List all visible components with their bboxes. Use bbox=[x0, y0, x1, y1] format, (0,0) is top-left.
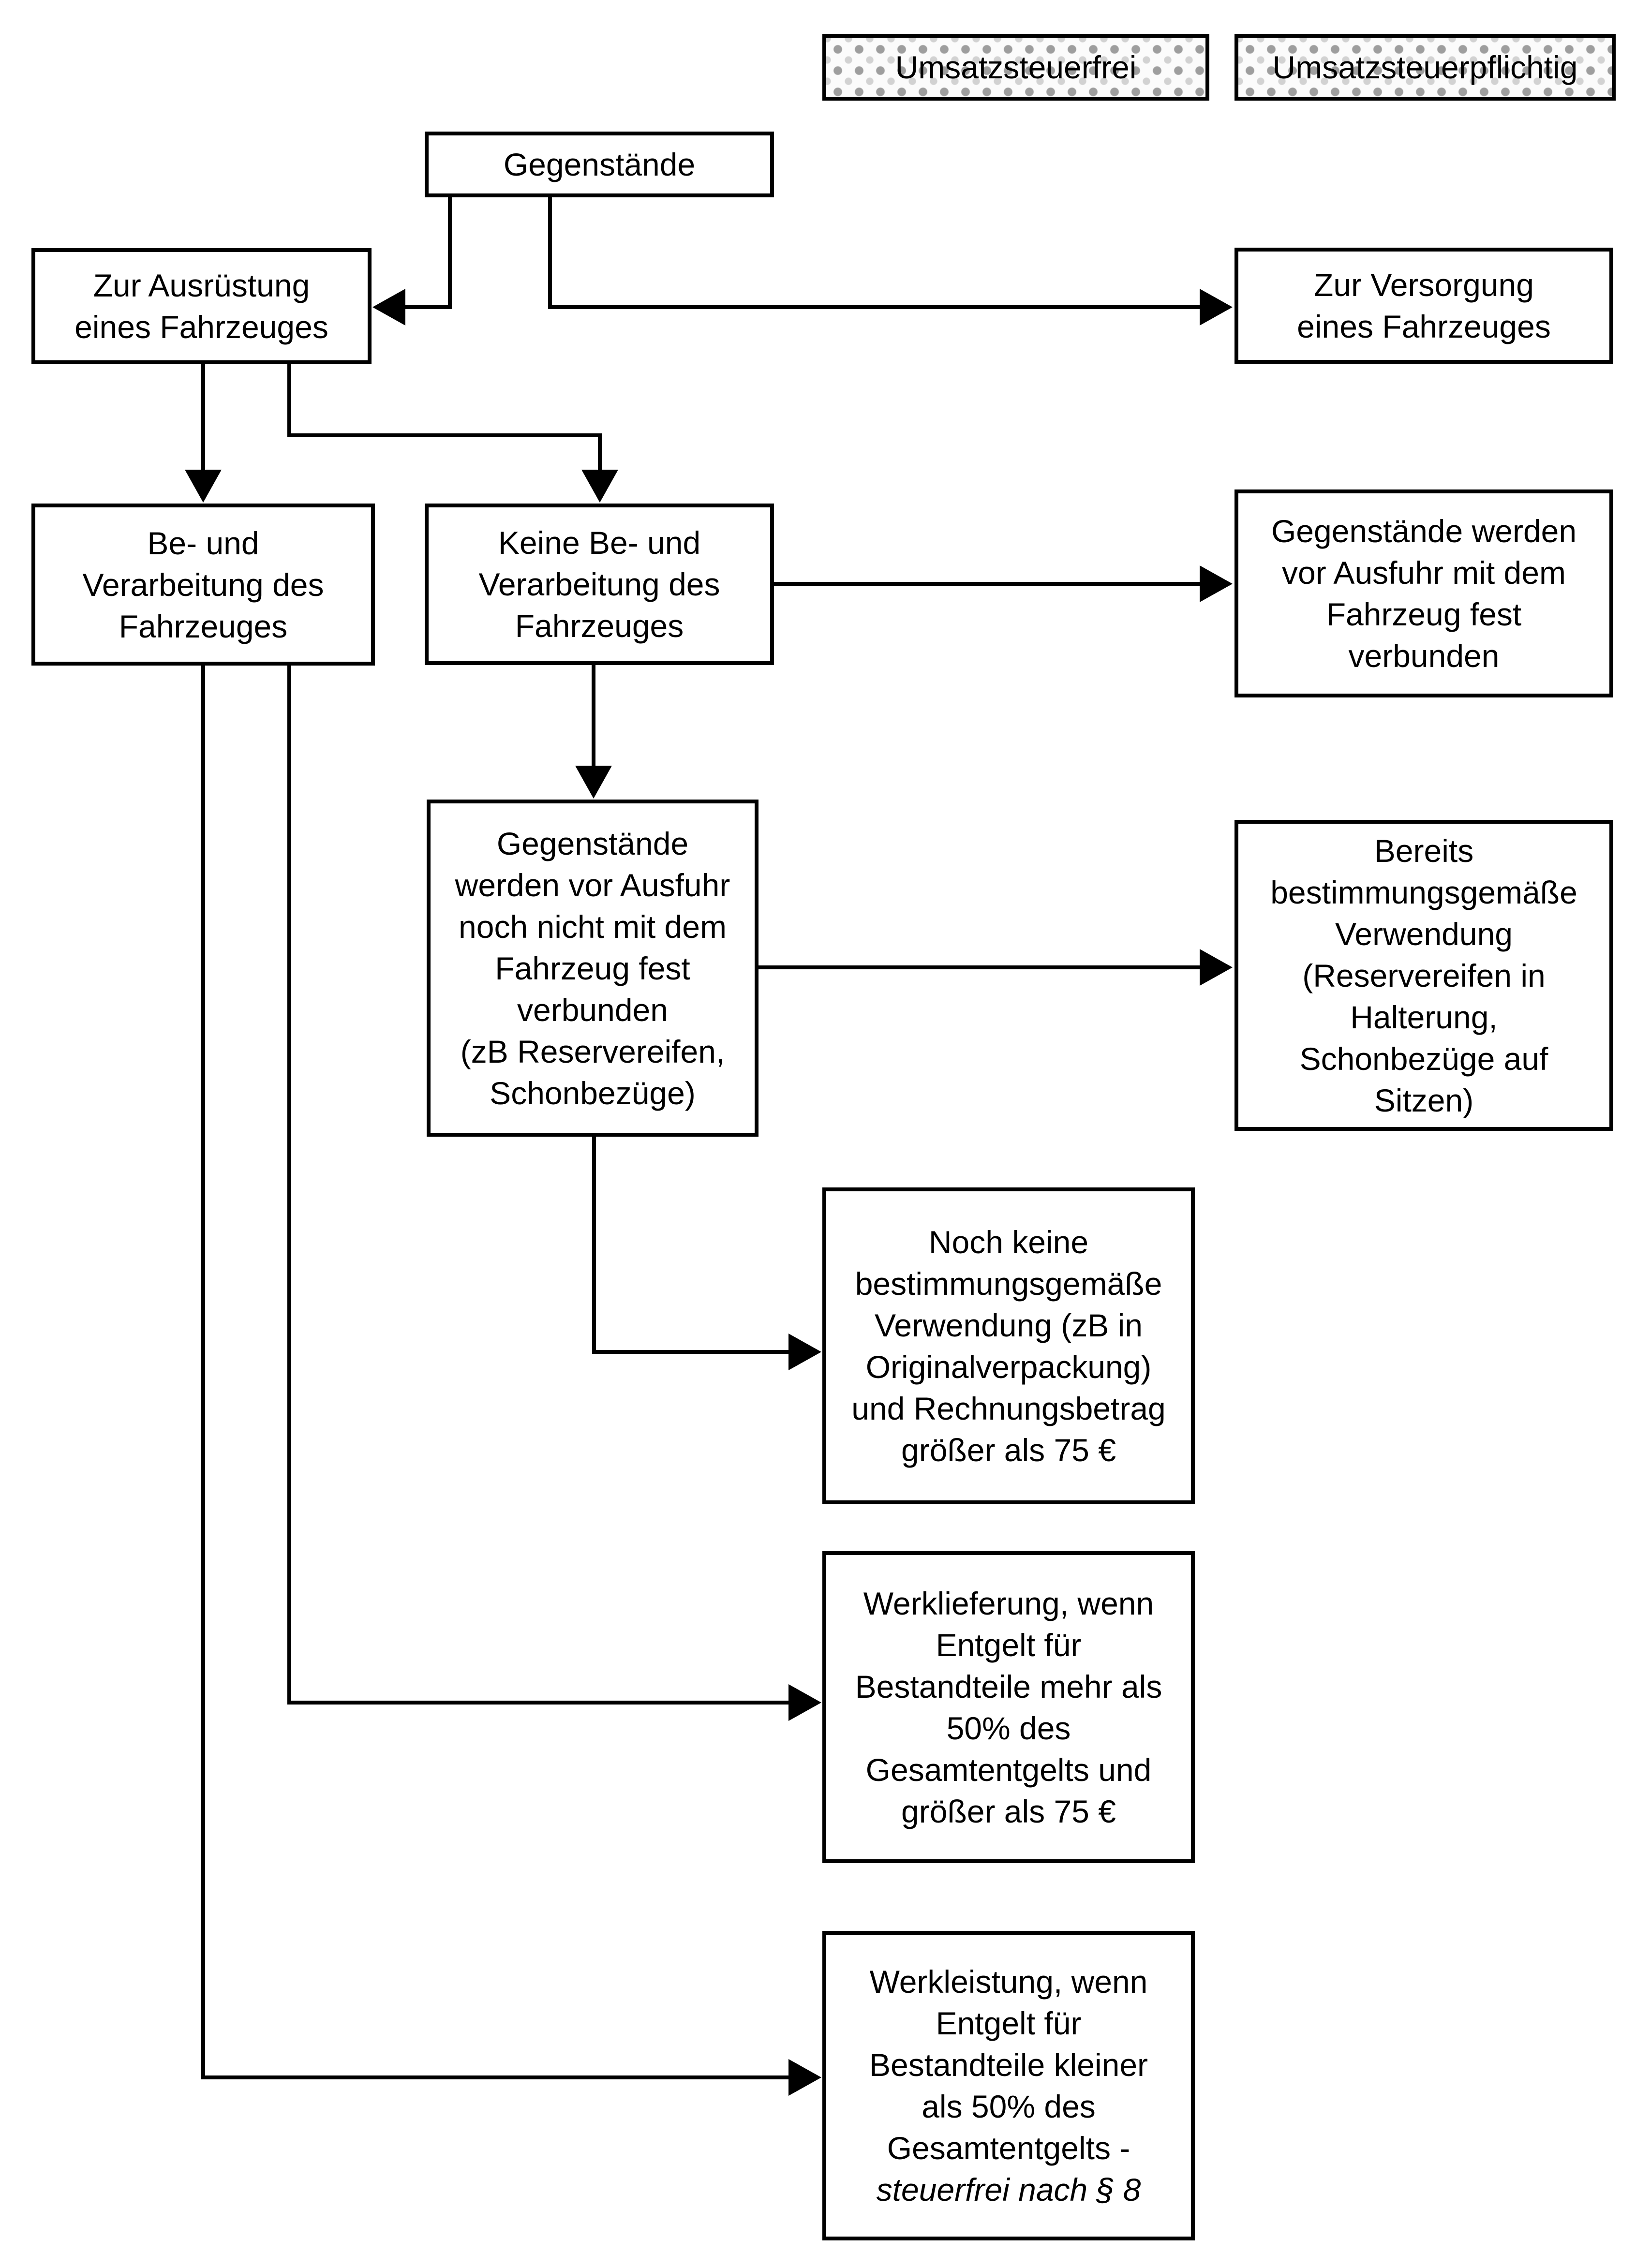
node-werkleistung-italic-text: steuerfrei nach § 8 bbox=[876, 2172, 1141, 2208]
legend-umsatzsteuerfrei: Umsatzsteuerfrei bbox=[822, 34, 1209, 101]
node-noch-nicht-verbunden-label: Gegenstände werden vor Ausfuhr noch nich… bbox=[455, 825, 730, 1111]
connector-beund-werkleistung-horizontal bbox=[201, 2075, 793, 2079]
arrowhead-into-fest-verbunden bbox=[1200, 565, 1233, 602]
arrowhead-into-keine-be-und-verarbeitung bbox=[581, 470, 618, 503]
node-werkleistung-main-text: Werkleistung, wenn Entgelt für Bestandte… bbox=[869, 1964, 1148, 2166]
legend-umsatzsteuerpflichtig-label: Umsatzsteuerpflichtig bbox=[1272, 49, 1578, 85]
connector-beund-werkleistung-vertical bbox=[201, 666, 205, 2079]
node-werklieferung-label: Werklieferung, wenn Entgelt für Bestandt… bbox=[855, 1585, 1162, 1829]
node-zur-ausruestung: Zur Ausrüstung eines Fahrzeuges bbox=[31, 248, 372, 364]
node-werkleistung: Werkleistung, wenn Entgelt für Bestandte… bbox=[822, 1931, 1195, 2240]
arrowhead-into-noch-keine-verwendung bbox=[788, 1334, 821, 1370]
node-zur-versorgung-label: Zur Versorgung eines Fahrzeuges bbox=[1297, 267, 1551, 344]
connector-gegenstaende-versorgung-vertical bbox=[548, 197, 552, 309]
connector-keinebe-festverbunden bbox=[774, 582, 1205, 586]
node-zur-ausruestung-label: Zur Ausrüstung eines Fahrzeuges bbox=[74, 267, 328, 345]
connector-beund-werklieferung-vertical bbox=[287, 666, 291, 1705]
node-werkleistung-label: Werkleistung, wenn Entgelt für Bestandte… bbox=[826, 1961, 1191, 2210]
connector-keinebe-nochnicht-vertical bbox=[592, 665, 595, 770]
connector-ausruestung-keinebe-vertical1 bbox=[287, 364, 291, 437]
arrowhead-into-noch-nicht-verbunden bbox=[575, 766, 612, 799]
node-gegenstaende-label: Gegenstände bbox=[503, 147, 696, 182]
arrowhead-into-zur-ausruestung bbox=[372, 289, 405, 326]
node-keine-be-und-verarbeitung: Keine Be- und Verarbeitung des Fahrzeuge… bbox=[425, 504, 774, 665]
arrowhead-into-be-und-verarbeitung bbox=[185, 470, 222, 503]
node-werklieferung: Werklieferung, wenn Entgelt für Bestandt… bbox=[822, 1551, 1195, 1863]
connector-gegenstaende-versorgung-horizontal bbox=[548, 305, 1205, 309]
connector-nochnicht-nochkeine-vertical bbox=[592, 1137, 596, 1354]
connector-nochnicht-bereits bbox=[759, 965, 1205, 969]
node-fest-verbunden: Gegenstände werden vor Ausfuhr mit dem F… bbox=[1234, 489, 1613, 697]
node-bereits-verwendung: Bereits bestimmungsgemäße Verwendung (Re… bbox=[1234, 820, 1613, 1131]
connector-gegenstaende-ausruestung-horizontal bbox=[397, 305, 452, 309]
connector-ausruestung-beund-vertical bbox=[201, 364, 205, 474]
node-keine-be-und-verarbeitung-label: Keine Be- und Verarbeitung des Fahrzeuge… bbox=[478, 525, 720, 644]
node-bereits-verwendung-label: Bereits bestimmungsgemäße Verwendung (Re… bbox=[1270, 832, 1577, 1118]
node-noch-nicht-verbunden: Gegenstände werden vor Ausfuhr noch nich… bbox=[427, 800, 759, 1137]
node-zur-versorgung: Zur Versorgung eines Fahrzeuges bbox=[1234, 248, 1613, 364]
connector-gegenstaende-ausruestung-vertical bbox=[448, 197, 452, 309]
connector-ausruestung-keinebe-vertical2 bbox=[598, 433, 602, 474]
node-gegenstaende: Gegenstände bbox=[425, 132, 774, 197]
node-noch-keine-verwendung: Noch keine bestimmungsgemäße Verwendung … bbox=[822, 1187, 1195, 1504]
connector-ausruestung-keinebe-horizontal bbox=[287, 433, 602, 437]
legend-umsatzsteuerpflichtig: Umsatzsteuerpflichtig bbox=[1234, 34, 1616, 101]
connector-nochnicht-nochkeine-horizontal bbox=[592, 1350, 793, 1354]
legend-umsatzsteuerfrei-label: Umsatzsteuerfrei bbox=[895, 49, 1137, 85]
node-be-und-verarbeitung-label: Be- und Verarbeitung des Fahrzeuges bbox=[82, 525, 324, 644]
connector-beund-werklieferung-horizontal bbox=[287, 1701, 793, 1705]
node-noch-keine-verwendung-label: Noch keine bestimmungsgemäße Verwendung … bbox=[851, 1224, 1166, 1468]
arrowhead-into-bereits-verwendung bbox=[1200, 949, 1233, 986]
node-fest-verbunden-label: Gegenstände werden vor Ausfuhr mit dem F… bbox=[1271, 513, 1577, 674]
arrowhead-into-werkleistung bbox=[788, 2059, 821, 2096]
arrowhead-into-zur-versorgung bbox=[1200, 289, 1233, 326]
arrowhead-into-werklieferung bbox=[788, 1684, 821, 1721]
node-be-und-verarbeitung: Be- und Verarbeitung des Fahrzeuges bbox=[31, 504, 375, 666]
